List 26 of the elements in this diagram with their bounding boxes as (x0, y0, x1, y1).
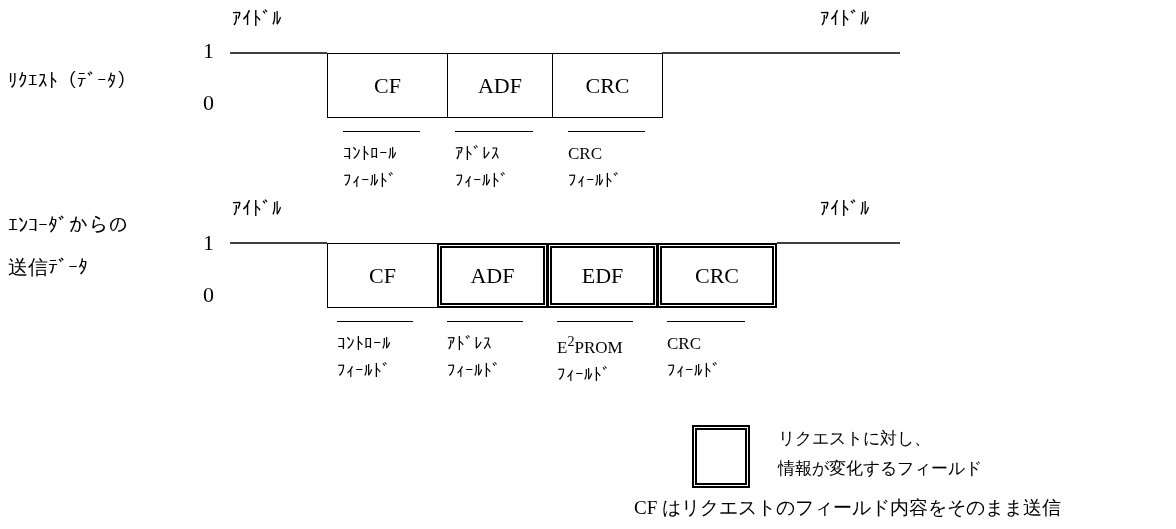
field-name: ｱﾄﾞﾚｽﾌｨｰﾙﾄﾞ (455, 131, 533, 195)
level-label: 1 (203, 38, 214, 65)
idle-label: ｱｲﾄﾞﾙ (820, 198, 870, 221)
field-name: ｺﾝﾄﾛｰﾙﾌｨｰﾙﾄﾞ (343, 131, 420, 195)
field-name: ｱﾄﾞﾚｽﾌｨｰﾙﾄﾞ (447, 321, 523, 385)
field-name: CRC ﾌｨｰﾙﾄﾞ (568, 131, 645, 195)
data-field: ADF (437, 243, 548, 308)
idle-label: ｱｲﾄﾞﾙ (232, 198, 282, 221)
level-label: 1 (203, 230, 214, 257)
data-field: CF (327, 53, 448, 118)
data-field: EDF (547, 243, 658, 308)
signal-name: ﾘｸｴｽﾄ（ﾃﾞｰﾀ） (8, 70, 136, 93)
idle-label: ｱｲﾄﾞﾙ (232, 8, 282, 31)
data-field: ADF (447, 53, 553, 118)
legend-text: リクエストに対し、情報が変化するフィールド (778, 428, 982, 480)
signal-name: ｴﾝｺｰﾀﾞからの送信ﾃﾞｰﾀ (8, 213, 128, 280)
data-field: CRC (552, 53, 663, 118)
field-name: CRC ﾌｨｰﾙﾄﾞ (667, 321, 745, 385)
data-field: CF (327, 243, 438, 308)
level-label: 0 (203, 90, 214, 117)
note-text: CF はリクエストのフィールド内容をそのまま送信 (634, 497, 1061, 520)
idle-label: ｱｲﾄﾞﾙ (820, 8, 870, 31)
field-name: ｺﾝﾄﾛｰﾙﾌｨｰﾙﾄﾞ (337, 321, 413, 385)
field-name: E$^{2}$PROM ﾌｨｰﾙﾄﾞ (557, 321, 633, 389)
level-label: 0 (203, 282, 214, 309)
data-field: CRC (657, 243, 777, 308)
